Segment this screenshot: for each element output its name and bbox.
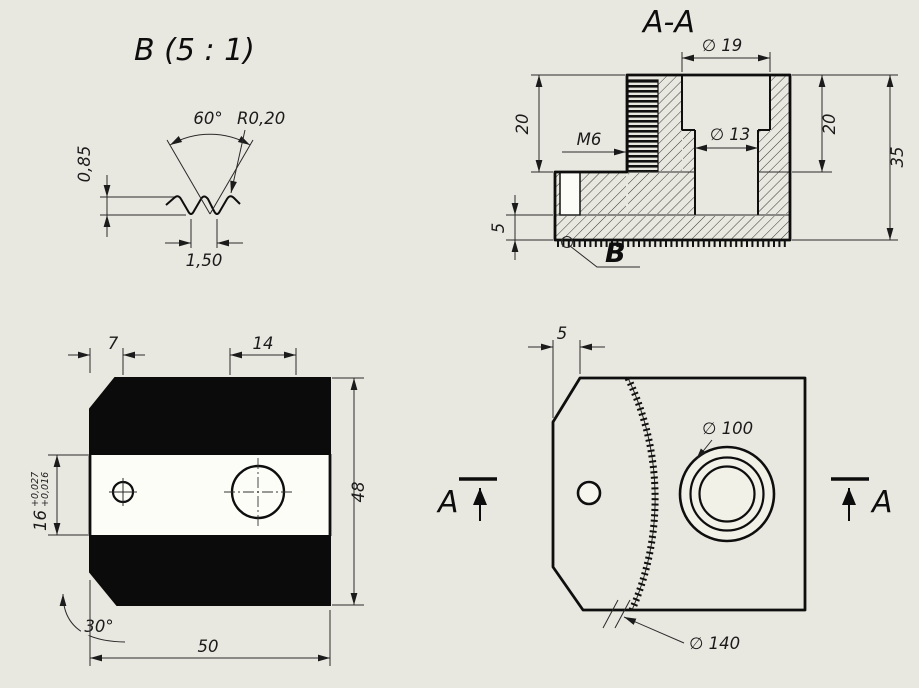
h5-label: 5 [489,223,508,234]
front-large-hole-centerlines [224,458,292,526]
radius-label: R0,20 [237,109,285,128]
angle-dim-arc [169,133,251,146]
threaded-stud [627,79,659,173]
front-small-hole-crosshair [109,478,137,506]
h16-label-group: 16 +0,027 +0,016 [30,472,51,531]
front-top-band [89,377,331,455]
h5-extensions [506,214,553,241]
w14-label: 14 [253,334,274,353]
view-front: 7 14 48 16 +0,027 +0,016 30° 50 [30,334,368,666]
bore-outline [681,75,771,215]
side-arc [627,377,656,611]
front-bottom-band [89,535,331,606]
side-boss-inner [698,465,756,523]
side-small-hole [576,480,602,506]
dia19-extensions [681,52,771,72]
h48-extensions [332,377,364,606]
hatch-wall-left [658,76,682,171]
h20right-label: 20 [820,114,839,135]
h20left-extensions [531,74,625,173]
w50-label: 50 [198,637,219,656]
cut-arrow-right: A [831,477,893,521]
w5-extensions [552,340,581,418]
angle-label: 60° [193,109,222,128]
tooth-profile [165,195,241,215]
section-title: A-A [641,5,695,40]
pitch-label: 1,50 [186,251,223,270]
view-detail-b: B (5 : 1) 60° R0,20 0,85 1,50 [75,33,285,270]
h48-label: 48 [349,482,368,503]
dia100-leader [695,439,713,461]
pitch-extension-lines [190,219,218,248]
cut-arrow-left: A [436,477,497,521]
side-outline [551,376,807,612]
h16-tol-lower: +0,016 [40,472,51,507]
detail-ref-leader [569,245,640,268]
angle-extension-lines [166,139,254,215]
cut-label-left: A [436,485,459,520]
view-side: ∅ 100 ∅ 140 5 A A [436,324,893,653]
h16-label: 16 [31,510,50,531]
chamfer-dim-arc [59,593,126,643]
chamfer-label: 30° [84,617,113,636]
detail-b-title: B (5 : 1) [134,33,255,68]
view-section-aa: A-A ∅ 19 20 M6 [489,5,907,269]
h20left-label: 20 [513,114,532,135]
side-arc-serration [624,376,659,612]
dia19-label: ∅ 19 [702,36,743,55]
h16-tol-upper: +0,027 [30,472,41,507]
detail-ref-label: B [605,238,626,269]
flange-slot [559,171,581,216]
section-outline [553,73,792,242]
hatch-under-wall [628,173,683,214]
cut-label-right: A [870,485,893,520]
h16-extensions [48,454,88,536]
depth-extension-lines [100,196,186,216]
w7-label: 7 [108,334,119,353]
dia100-label: ∅ 100 [702,419,753,438]
hatch-base [556,216,789,239]
hatch-wall-right [771,76,789,214]
dia13-label: ∅ 13 [710,125,751,144]
side-boss-outer [678,445,776,543]
dia140-label: ∅ 140 [689,634,740,653]
dia140-leader [623,616,685,644]
w50-extensions [89,580,331,666]
front-side-edges [88,454,332,536]
depth-label: 0,85 [75,146,94,183]
radius-leader [230,129,246,194]
h35-label: 35 [888,147,907,168]
m6-label: M6 [577,130,602,149]
dia140-ticks [602,599,631,629]
detail-ref-circle [561,236,573,248]
h20right-extensions [792,74,898,173]
side-boss-middle [689,456,765,532]
flange-lines [555,171,790,216]
w5-label: 5 [557,324,568,343]
